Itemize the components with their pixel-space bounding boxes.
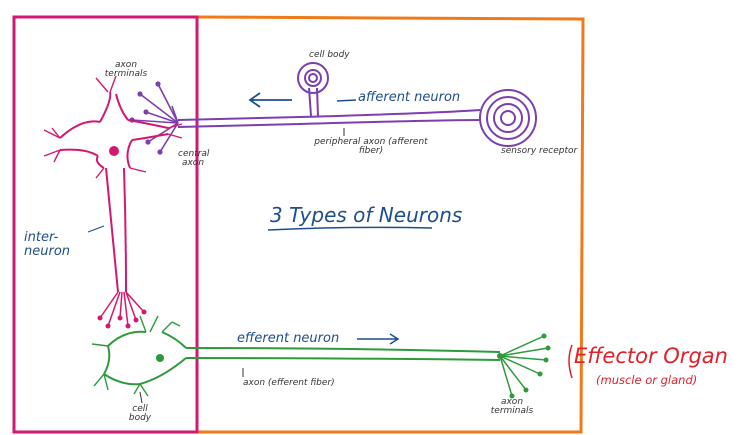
afferent-direction-arrow: [248, 92, 292, 108]
peripheral-axon-label: peripheral axon (afferent fiber): [314, 137, 428, 157]
interneuron-axon-terminals: [99, 291, 145, 327]
efferent-soma: [103, 330, 190, 386]
efferent-neuron-label: efferent neuron: [237, 331, 340, 346]
afferent-neuron: [129, 62, 537, 155]
axon-terminals-top-label: axon terminals: [104, 60, 148, 79]
interneuron-terminal-knobs: [97, 309, 147, 329]
afferent-axon-lower: [177, 119, 481, 128]
afferent-neuron-label: afferent neuron: [358, 90, 461, 105]
cell-body-bottom-label: cell body: [128, 404, 152, 423]
afferent-label-dash: [336, 99, 357, 102]
frame-boxes: [12, 15, 585, 434]
afferent-terminal-knobs: [129, 81, 163, 155]
interneuron-nucleus: [109, 146, 119, 156]
cell-body-pointer: [139, 391, 143, 404]
interneuron-axon: [105, 167, 127, 293]
diagram-title: 3 Types of Neurons: [270, 203, 462, 227]
interneuron: [43, 75, 183, 329]
effector-bracket: [568, 344, 573, 379]
interneuron-pointer: [87, 225, 105, 233]
title-underline: [267, 226, 433, 231]
interneuron-dendrites: [43, 75, 183, 179]
efferent-direction-arrow: [357, 333, 400, 345]
effector-organ-label: Effector Organ: [574, 344, 728, 368]
axon-efferent-label: axon (efferent fiber): [243, 378, 335, 388]
efferent-axon: [185, 347, 501, 361]
axon-terminals-bottom-label: axon terminals: [490, 397, 534, 416]
afferent-cell-body: [297, 62, 329, 94]
afferent-cell-nucleus: [308, 73, 318, 83]
interneuron-soma: [59, 91, 169, 169]
effector-detail-label: (muscle or gland): [596, 373, 698, 387]
orange-box: [196, 15, 585, 434]
afferent-cell-ring: [304, 69, 322, 87]
efferent-neuron: [91, 315, 551, 399]
magenta-box: [12, 15, 199, 434]
sensory-receptor: [479, 89, 537, 147]
afferent-axon-terminals: [131, 83, 179, 153]
sensory-receptor-label: sensory receptor: [501, 146, 578, 156]
efferent-nucleus: [156, 354, 164, 362]
cell-body-top-label: cell body: [309, 50, 350, 60]
central-axon-label: central axon: [178, 149, 210, 168]
efferent-axon-terminals: [499, 335, 549, 397]
efferent-terminal-knobs: [497, 333, 551, 399]
afferent-axon-upper: [177, 109, 481, 121]
interneuron-label: inter-neuron: [24, 230, 71, 259]
efferent-dendrites: [91, 315, 181, 397]
